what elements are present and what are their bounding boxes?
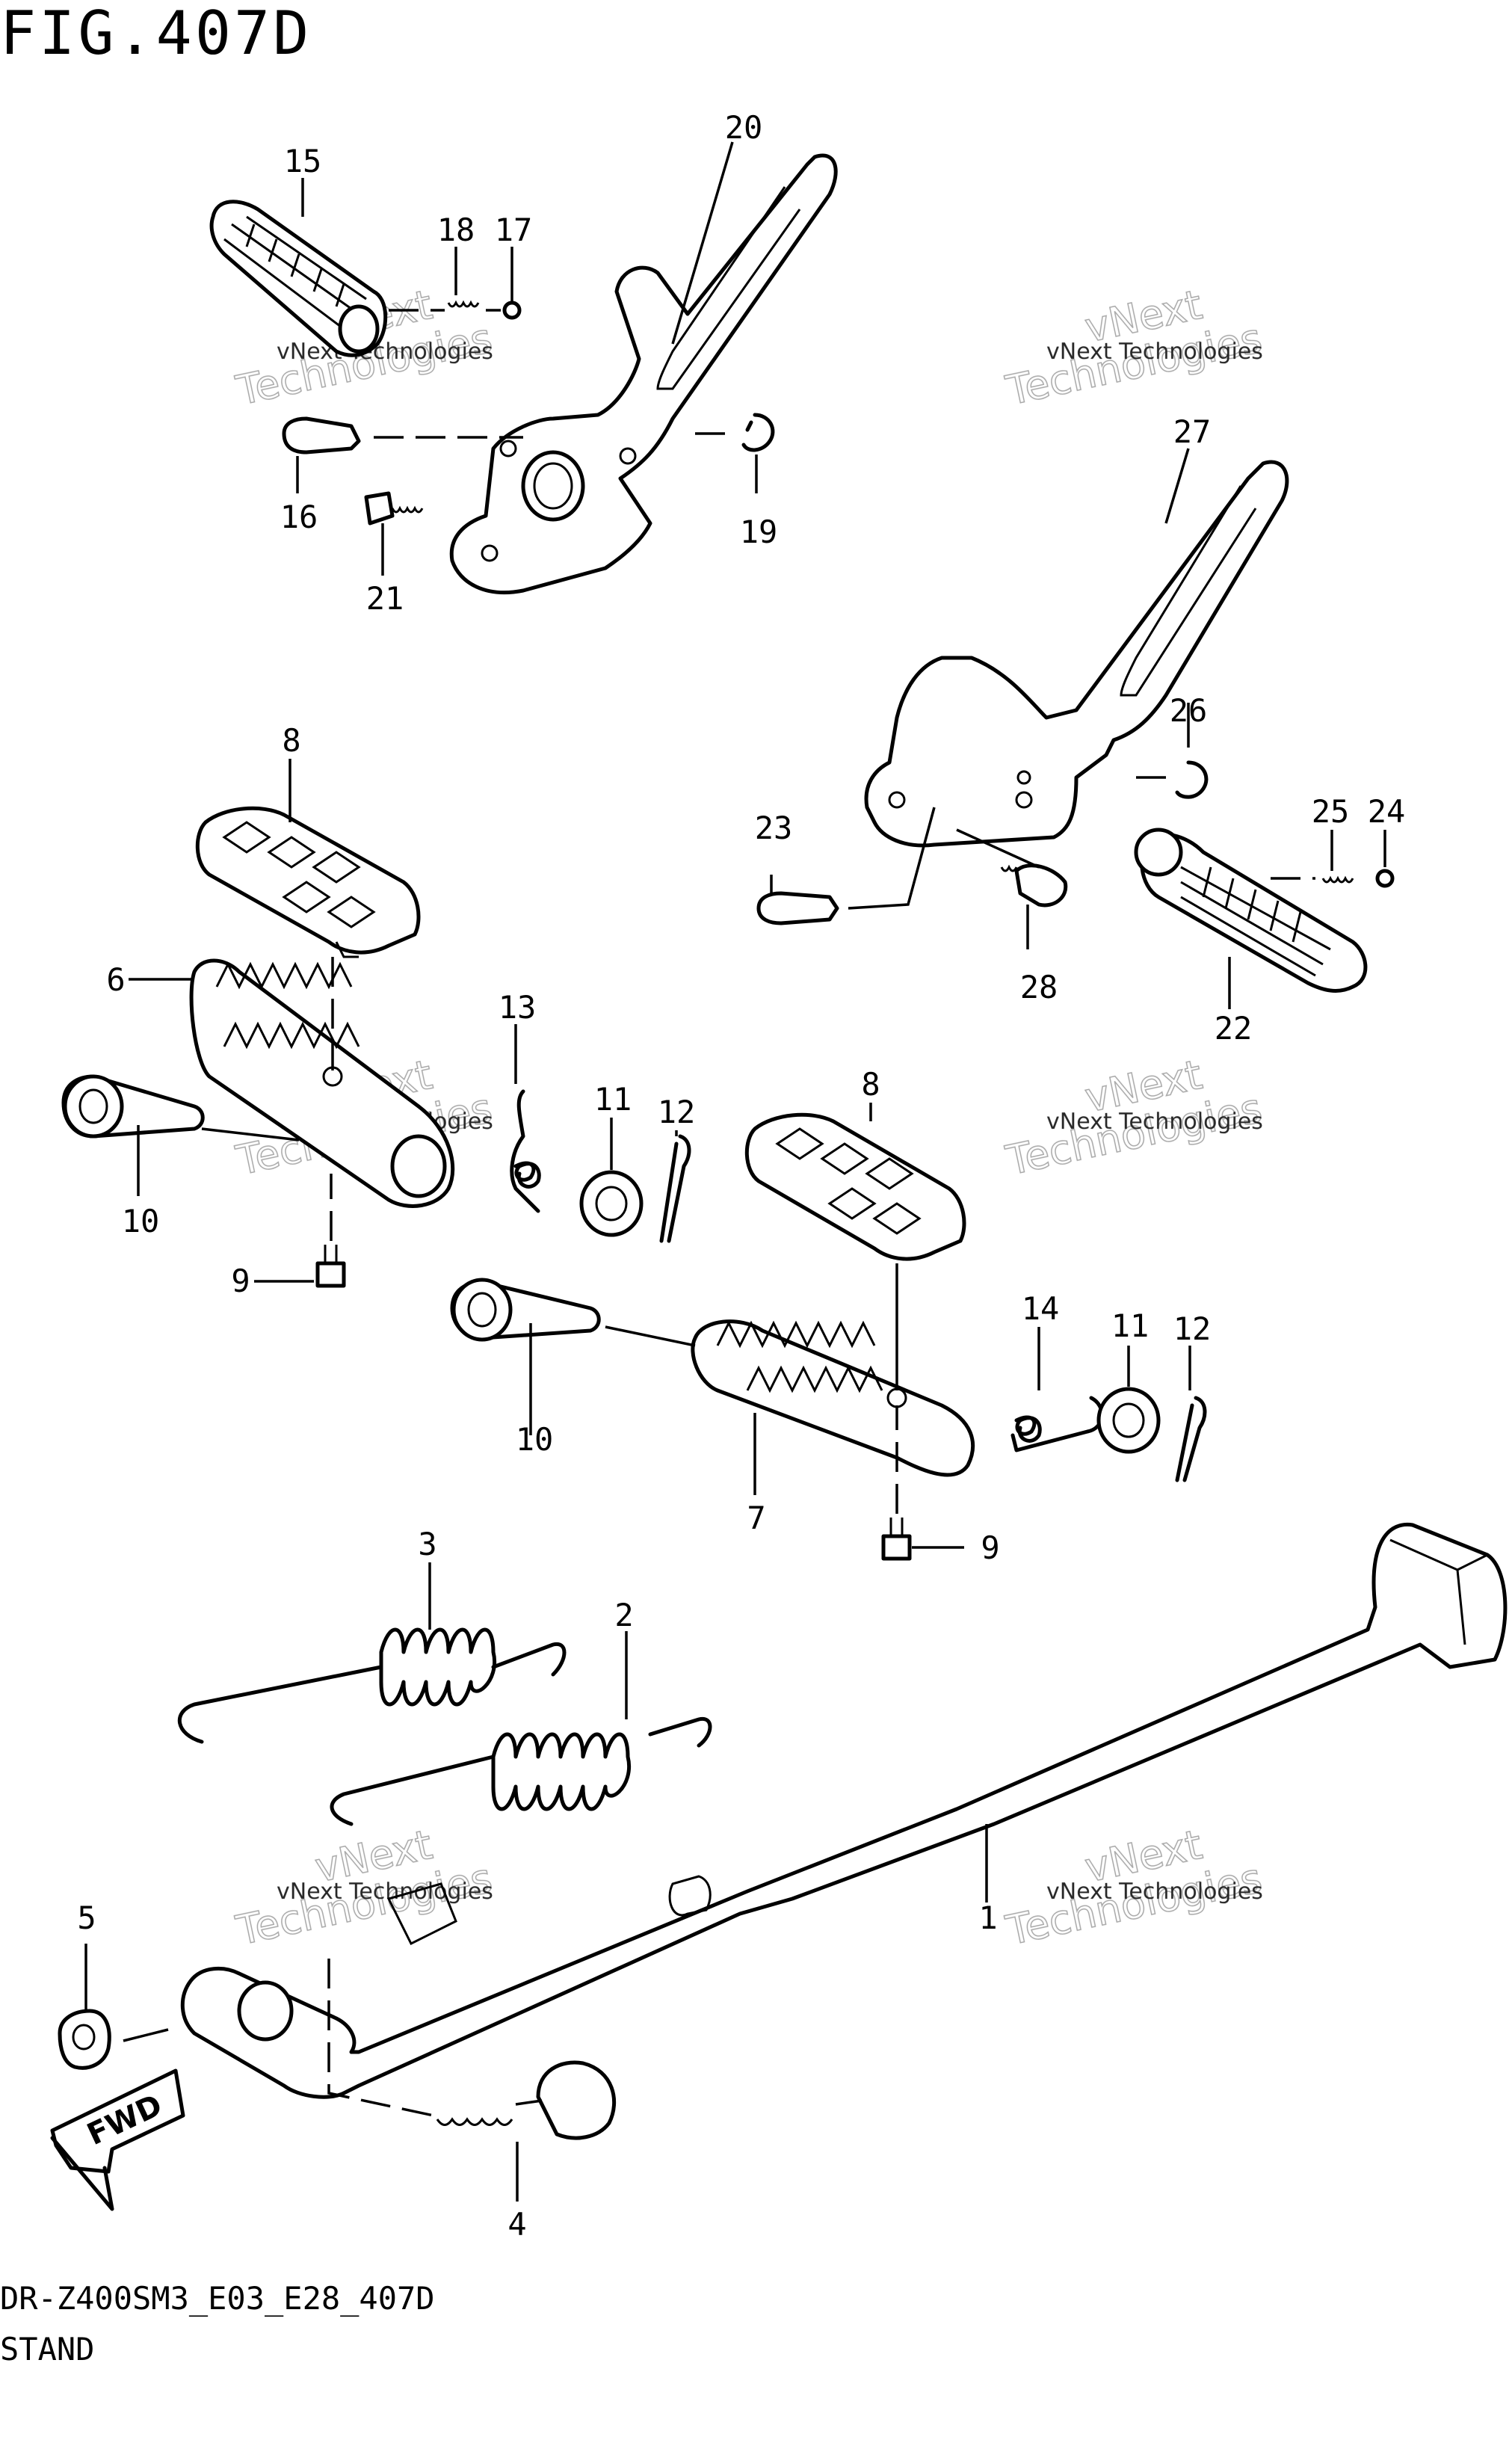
part-16-pin [282,416,361,455]
part-4-bolt [536,2060,617,2140]
part-17-ball [502,301,522,320]
label-part-10a: 10 [122,1203,160,1239]
side-stand-assembly [58,1522,1508,2140]
part-19-eclip [741,413,775,452]
part-3-spring [177,1642,567,1744]
figure-title: FIG.407D [0,0,312,68]
part-20-boss [521,450,585,522]
part-28-bolt [1014,863,1068,908]
part-24-ball [1375,869,1395,888]
part-13-spring [510,1089,540,1213]
part-8b-rubber [744,1112,966,1261]
watermark-small: vNext Technologies [277,339,493,365]
label-part-12a: 12 [658,1094,696,1130]
part-12b-cotter-pin [1175,1396,1207,1482]
part-27-bracket [864,460,1289,848]
part-9b-bolt [881,1534,912,1561]
front-footpeg-right-assembly [450,1112,1207,1561]
label-part-22: 22 [1215,1010,1253,1047]
watermark-small: vNext Technologies [1046,1879,1263,1905]
label-part-15: 15 [284,143,322,179]
watermark-small: vNext Technologies [1046,339,1263,365]
label-part-18: 18 [437,212,475,248]
label-part-8a: 8 [282,722,300,759]
label-part-27: 27 [1173,413,1212,450]
front-footpeg-left-assembly [61,806,691,1288]
label-part-13: 13 [499,989,537,1026]
label-part-12b: 12 [1173,1310,1212,1347]
part-20-bracket [449,153,838,595]
label-part-11b: 11 [1111,1307,1150,1344]
part-11b-washer [1096,1387,1161,1454]
label-part-17: 17 [495,212,533,248]
rear-footrest-left-assembly [209,153,838,595]
label-part-24: 24 [1368,793,1406,830]
section-name: STAND [0,2331,95,2367]
watermark-small: vNext Technologies [277,1879,493,1905]
label-part-5: 5 [77,1900,96,1936]
label-part-25: 25 [1312,793,1350,830]
watermark-small: vNext Technologies [1046,1109,1263,1135]
label-part-6: 6 [106,961,125,998]
part-8a-rubber [195,806,421,955]
label-part-23: 23 [755,810,793,846]
part-6-footpeg [189,958,455,1208]
part-1-side-stand [180,1522,1508,2099]
part-23-pin [756,891,839,925]
label-part-28: 28 [1020,969,1058,1005]
label-part-7: 7 [747,1500,765,1536]
label-part-26: 26 [1170,692,1208,729]
part-18-spring [447,300,480,308]
label-part-1: 1 [978,1900,997,1936]
label-part-11a: 11 [594,1081,632,1118]
part-number-labels: 1 2 3 4 5 6 7 8 8 9 9 10 10 11 11 12 12 … [77,109,1405,2243]
label-part-21: 21 [366,580,404,617]
fwd-arrow-icon: FWD [50,2068,185,2211]
label-part-9b: 9 [981,1529,999,1566]
part-26-eclip [1175,760,1209,799]
rear-footrest-right-assembly [756,460,1395,993]
label-part-3: 3 [418,1526,436,1562]
part-9a-bolt [315,1261,346,1288]
label-part-2: 2 [614,1597,633,1633]
part-21-bolt [364,491,395,526]
diagram-code: DR-Z400SM3_E03_E28_407D [0,2280,435,2317]
part-22-footpeg [1140,832,1368,993]
label-part-10b: 10 [516,1421,554,1458]
label-part-20: 20 [725,109,763,146]
label-part-4: 4 [507,2206,526,2243]
part-14-spring [1010,1396,1104,1452]
part-5-nut [58,2009,111,2070]
label-part-19: 19 [740,514,778,550]
label-part-16: 16 [280,499,318,535]
part-7-footpeg [691,1319,975,1477]
leader-lines [84,141,1386,2202]
label-part-14: 14 [1022,1290,1060,1327]
part-25-spring [1321,875,1354,884]
part-12a-cotter-pin [659,1134,691,1243]
label-part-9a: 9 [231,1263,250,1299]
label-part-8b: 8 [861,1066,880,1103]
part-2-spring [330,1716,712,1826]
part-11a-washer [579,1170,644,1237]
